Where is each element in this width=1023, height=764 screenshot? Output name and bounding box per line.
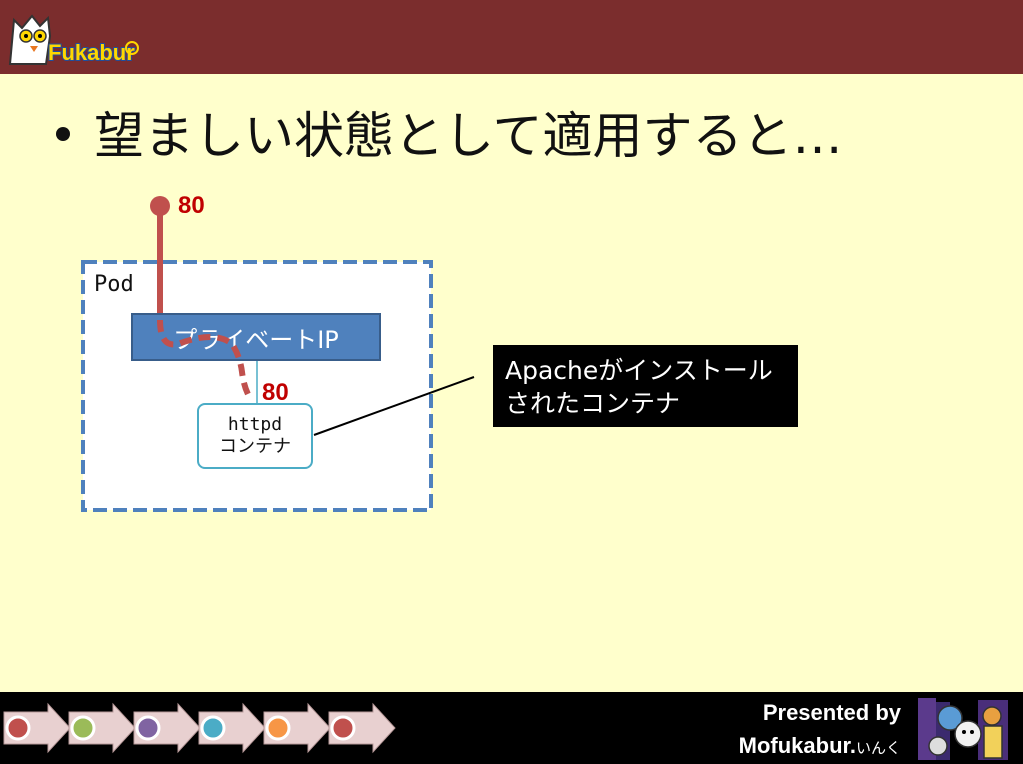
progress-arrow-3 bbox=[133, 702, 201, 754]
fukabur-logo: Fukabur bbox=[8, 14, 139, 66]
callout-line-2: されたコンテナ bbox=[505, 389, 681, 418]
presented-by-text: Presented by bbox=[762, 700, 901, 725]
callout-line-1: Apacheがインストール bbox=[505, 356, 773, 385]
callout-connector bbox=[313, 376, 475, 436]
slide-title-text: 望ましい状態として適用すると… bbox=[94, 107, 843, 165]
progress-arrows bbox=[3, 702, 396, 754]
port-label-inner: 80 bbox=[262, 379, 289, 406]
progress-arrow-5 bbox=[263, 702, 331, 754]
mascot-group-image bbox=[918, 698, 1008, 760]
callout-box: Apacheがインストール されたコンテナ bbox=[493, 345, 798, 427]
progress-arrow-4 bbox=[198, 702, 266, 754]
container-type: コンテナ bbox=[219, 436, 291, 457]
external-endpoint bbox=[150, 196, 170, 216]
private-ip-box: プライベートIP bbox=[131, 313, 381, 361]
brand-text: Mofukabur.いんく bbox=[739, 733, 901, 759]
header-bar: Fukabur bbox=[0, 0, 1023, 74]
internal-route-line bbox=[157, 319, 253, 400]
progress-arrow-6 bbox=[328, 702, 396, 754]
brand-name: Mofukabur. bbox=[738, 733, 856, 758]
brand-suffix: いんく bbox=[855, 740, 901, 757]
progress-arrow-2 bbox=[68, 702, 136, 754]
port-label-outer: 80 bbox=[178, 192, 205, 219]
container-name: httpd bbox=[227, 414, 283, 435]
pod-label: Pod bbox=[94, 272, 134, 297]
bullet-dot bbox=[56, 126, 70, 141]
footer-bar bbox=[0, 692, 1023, 764]
httpd-container-box: httpd コンテナ bbox=[197, 403, 313, 469]
slide-title: 望ましい状態として適用すると… bbox=[56, 96, 843, 168]
progress-arrow-1 bbox=[3, 702, 71, 754]
svg-text:Fukabur: Fukabur bbox=[48, 40, 135, 65]
